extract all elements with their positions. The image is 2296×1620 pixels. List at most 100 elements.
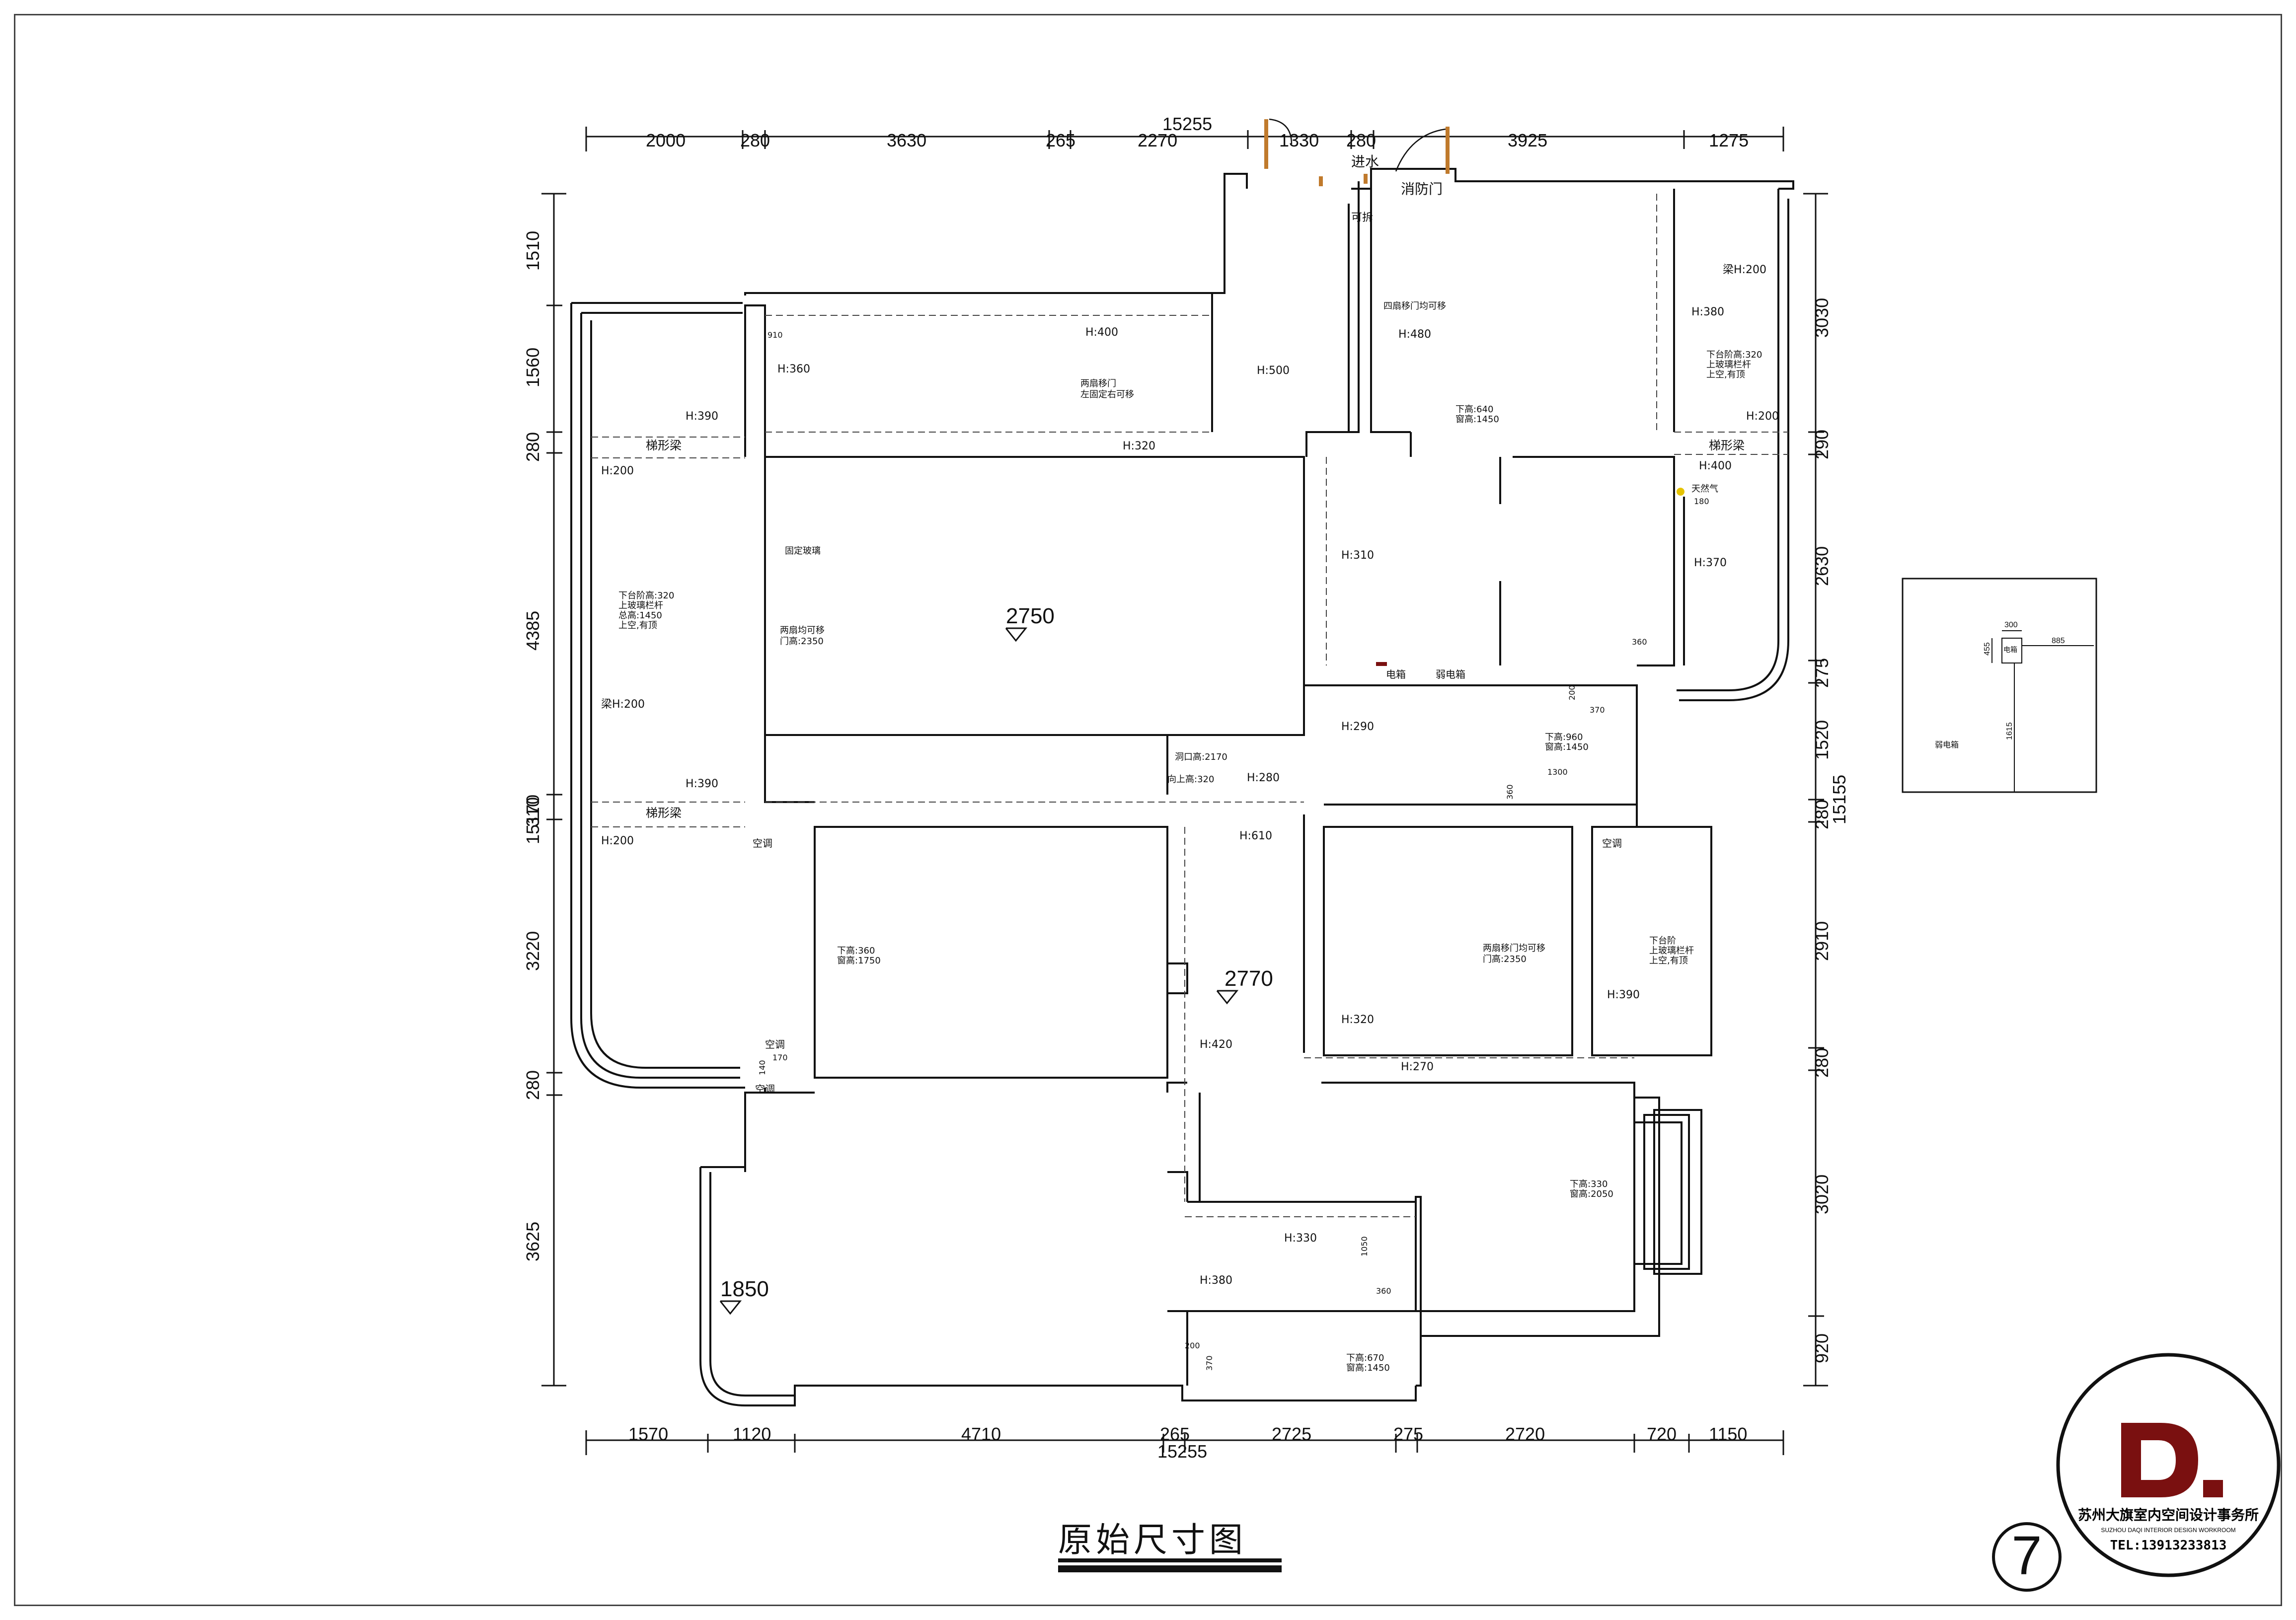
label-win: 窗高:1450: [1545, 742, 1589, 752]
inset-dim: 300: [2004, 621, 2018, 629]
left-dim: 1560: [523, 348, 543, 387]
door-leaves: [1264, 119, 1450, 186]
label-step: 上玻璃栏杆: [618, 600, 663, 611]
small-dim: 370: [1590, 705, 1605, 715]
small-dim: 180: [1694, 497, 1709, 506]
bottom-dim: 1570: [628, 1424, 668, 1444]
left-dim: 4385: [523, 611, 543, 651]
label-win: 窗高:2050: [1570, 1189, 1613, 1199]
right-dim: 2910: [1812, 921, 1832, 961]
h-value: H:200: [601, 835, 634, 847]
h-value: H:420: [1200, 1038, 1232, 1051]
left-dim: 3220: [523, 931, 543, 971]
label-win: 窗高:1450: [1455, 414, 1499, 425]
small-dim: 360: [1376, 1286, 1391, 1296]
top-dim: 2000: [646, 130, 686, 150]
drawing-frame: [14, 14, 2282, 1606]
left-dim: 280: [523, 432, 543, 462]
label-water-inlet: 进水: [1351, 153, 1379, 170]
h-value: H:390: [1607, 989, 1640, 1001]
label-ac: 空调: [753, 837, 772, 849]
label-fixed-glass: 固定玻璃: [785, 546, 821, 556]
small-dim: 1300: [1547, 767, 1568, 777]
h-value: H:500: [1257, 365, 1290, 377]
h-value: H:330: [1284, 1232, 1317, 1245]
label-sill: 下高:960: [1545, 732, 1583, 742]
ceiling-height-hall: 2770: [1225, 966, 1273, 991]
h-value: H:290: [1341, 721, 1374, 733]
elec-box-marker: [1376, 662, 1387, 666]
logo-mark-icon: [2121, 1423, 2198, 1497]
small-dim: 360: [1505, 784, 1515, 800]
inset-elec-box: 电箱: [2003, 646, 2017, 654]
small-dim: 360: [1632, 637, 1647, 647]
h-value: H:380: [1200, 1274, 1232, 1287]
label-door-height: 门高:2350: [780, 636, 824, 647]
right-dim: 280: [1812, 800, 1832, 829]
label-opening: 洞口高:2170: [1175, 752, 1227, 762]
overall-height-left: 15170: [523, 795, 543, 844]
label-step: 上玻璃栏杆: [1706, 360, 1751, 370]
label-left-fixed: 左固定右可移: [1080, 389, 1134, 400]
bottom-dim: 2720: [1505, 1424, 1545, 1444]
h-value: H:390: [686, 410, 718, 423]
ceiling-height-balcony: 1850: [720, 1277, 769, 1301]
label-beam: 梁H:200: [1723, 264, 1766, 276]
label-doors-movable-b: 两扇移门均可移: [1483, 943, 1545, 954]
label-ac: 空调: [755, 1083, 775, 1095]
page-title: 原始尺寸图: [1058, 1521, 1247, 1560]
gas-marker: [1677, 488, 1684, 496]
h-value: H:390: [686, 778, 718, 790]
h-value: H:320: [1341, 1014, 1374, 1026]
small-dim: 170: [772, 1053, 788, 1062]
label-two-doors: 两扇移门: [1080, 378, 1116, 389]
title-underline: [1058, 1565, 1282, 1572]
h-value: H:400: [1085, 326, 1118, 339]
h-value: H:200: [1746, 410, 1779, 423]
right-dim: 3030: [1812, 298, 1832, 338]
left-dim: 310: [523, 797, 543, 827]
label-elec-box: 电箱: [1386, 668, 1406, 680]
label-step: 上玻璃栏杆: [1649, 946, 1694, 956]
h-value: H:280: [1247, 772, 1280, 784]
right-dim: 290: [1812, 430, 1832, 459]
walls: [570, 168, 1794, 1406]
left-dim: 280: [523, 1070, 543, 1100]
label-win: 窗高:1450: [1346, 1363, 1390, 1373]
small-dim: 140: [758, 1060, 767, 1075]
right-dim: 280: [1812, 1048, 1832, 1078]
right-dim: 1520: [1812, 720, 1832, 760]
label-step: 总高:1450: [618, 610, 662, 621]
label-ladder-beam: 梯形梁: [646, 439, 682, 452]
label-sill: 下高:330: [1570, 1179, 1607, 1189]
top-dim: 265: [1046, 130, 1075, 150]
bottom-dim: 1150: [1709, 1424, 1747, 1444]
bottom-dim: 2725: [1272, 1424, 1311, 1444]
h-value: H:610: [1239, 830, 1272, 842]
h-value: H:310: [1341, 549, 1374, 562]
small-dim: 910: [767, 330, 783, 340]
label-weak-box: 弱电箱: [1436, 668, 1465, 680]
left-dim: 3625: [523, 1222, 543, 1261]
label-fire-door: 消防门: [1401, 181, 1443, 197]
label-sill: 下高:640: [1455, 404, 1493, 415]
h-value: H:380: [1691, 306, 1724, 318]
top-dim: 3925: [1508, 130, 1547, 150]
h-value: H:320: [1123, 440, 1155, 452]
ceiling-heights: 2750 2770 1850: [719, 604, 1273, 1315]
label-ac: 空调: [1602, 837, 1622, 849]
small-dim: 370: [1205, 1355, 1214, 1371]
inset-dim: 455: [1983, 642, 1991, 656]
label-step: 下台阶高:320: [618, 590, 674, 601]
h-value: H:360: [777, 363, 810, 375]
beam-lines: [591, 194, 1788, 1217]
label-ladder-beam: 梯形梁: [1709, 439, 1745, 452]
small-dim: 1050: [1360, 1236, 1369, 1256]
label-ladder-beam: 梯形梁: [646, 806, 682, 820]
h-value: H:480: [1398, 328, 1431, 341]
top-dim: 3630: [887, 130, 926, 150]
bottom-dim: 275: [1393, 1424, 1423, 1444]
